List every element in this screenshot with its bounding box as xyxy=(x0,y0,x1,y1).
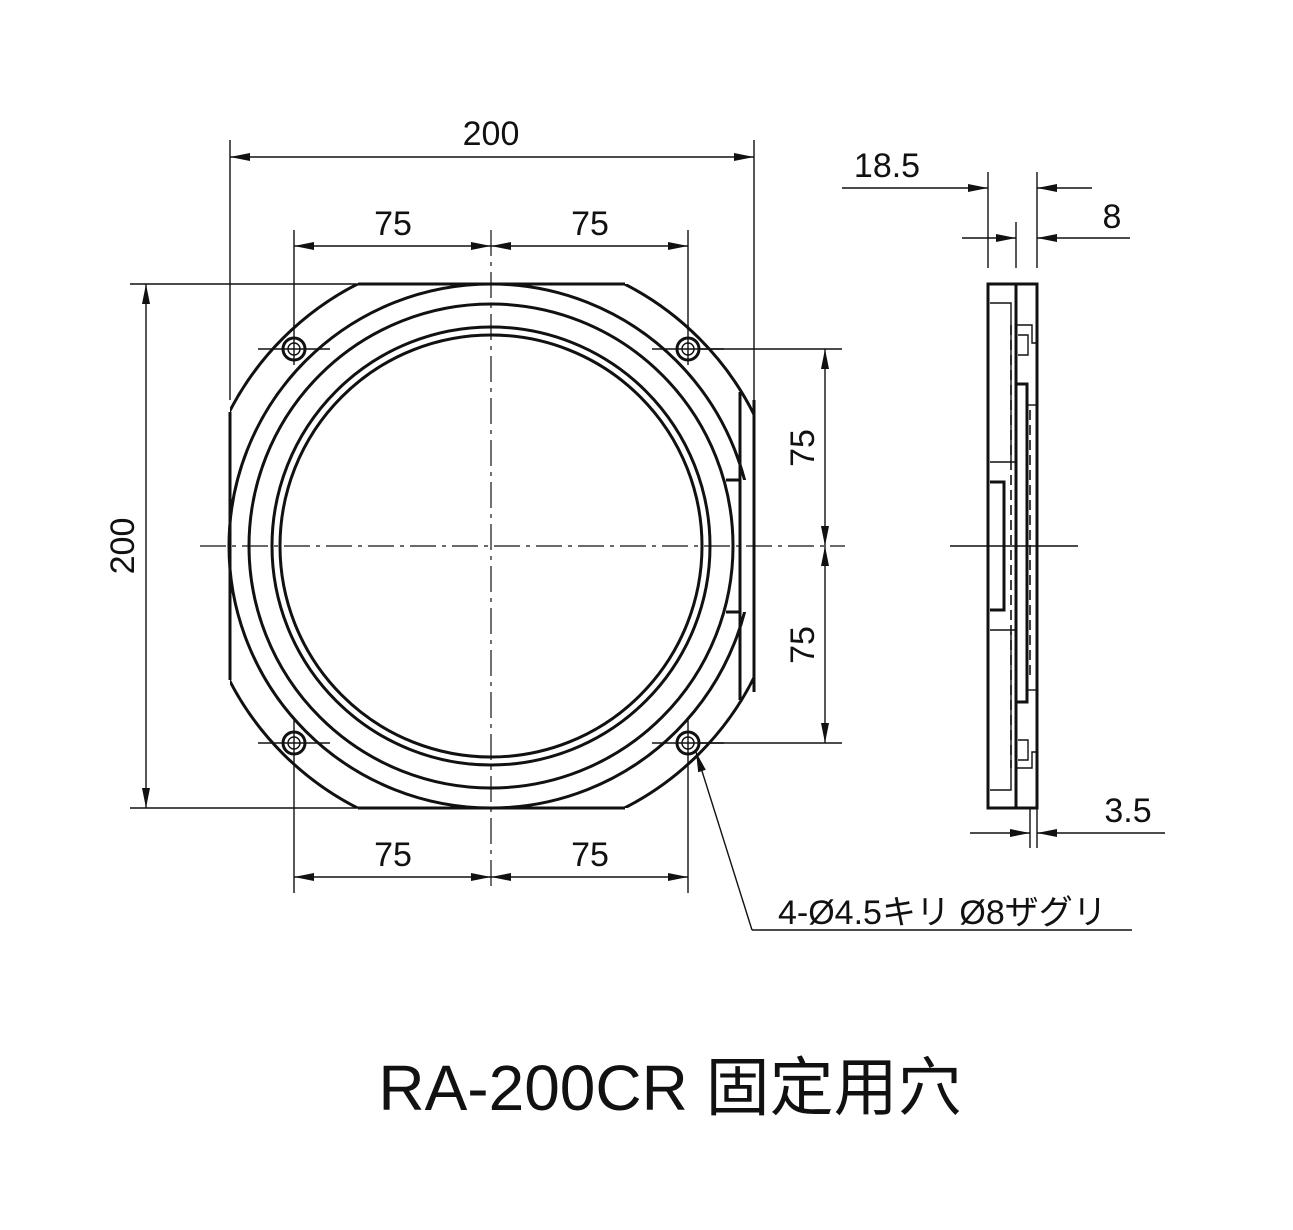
drawing-title: RA-200CR 固定用穴 xyxy=(378,1052,961,1124)
hole-icon xyxy=(652,720,724,760)
front-view xyxy=(200,230,845,890)
dim-side-bottom: 3.5 xyxy=(1104,792,1151,830)
mounting-holes xyxy=(258,325,724,760)
dim-top-left-pitch: 75 xyxy=(374,205,412,243)
dim-side-thickness: 18.5 xyxy=(854,147,920,185)
side-view xyxy=(842,172,1165,848)
dim-overall-height: 200 xyxy=(104,518,142,575)
hole-icon xyxy=(258,325,330,365)
hole-icon xyxy=(652,325,724,365)
dim-top-right-pitch: 75 xyxy=(571,205,609,243)
hole-note: 4-Ø4.5キリ Ø8ザグリ xyxy=(778,894,1107,932)
dim-side-step: 8 xyxy=(1103,198,1122,236)
hole-icon xyxy=(258,720,330,760)
dim-right-lower-pitch: 75 xyxy=(784,626,822,664)
dim-right-upper-pitch: 75 xyxy=(784,429,822,467)
dim-bottom-right-pitch: 75 xyxy=(571,836,609,874)
dim-bottom-left-pitch: 75 xyxy=(374,836,412,874)
dimension-lines xyxy=(130,140,1132,931)
dim-overall-width: 200 xyxy=(463,115,520,153)
